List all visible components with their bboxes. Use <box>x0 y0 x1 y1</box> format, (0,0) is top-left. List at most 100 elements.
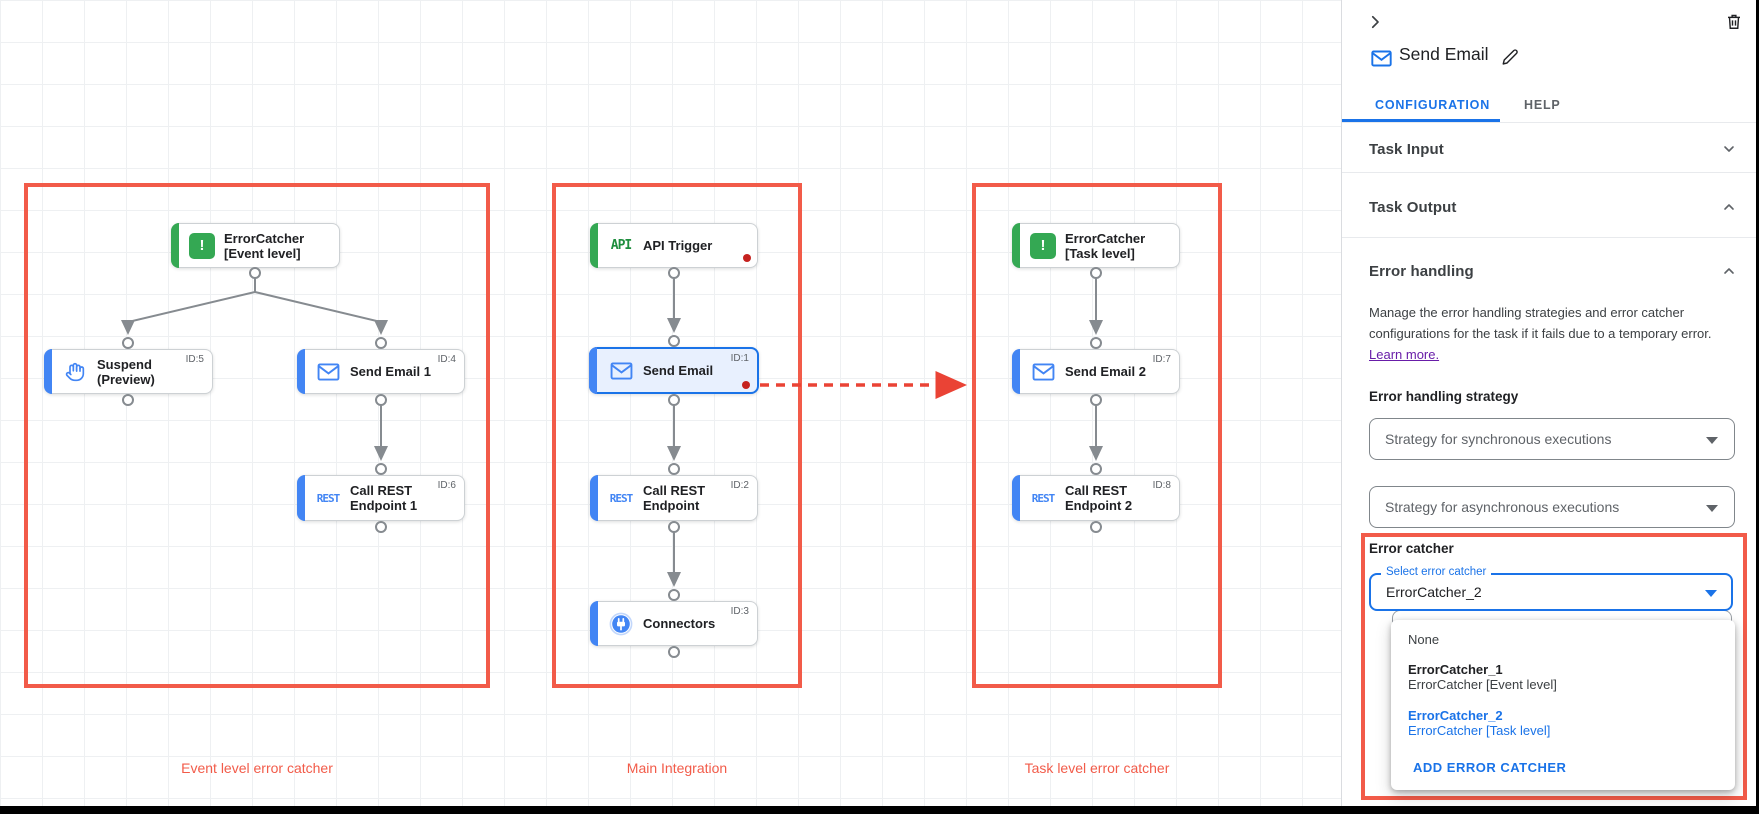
node-accent-bar <box>590 601 598 646</box>
rest-icon: REST <box>1031 491 1056 505</box>
task-email-icon <box>1371 50 1392 67</box>
delete-task-button[interactable] <box>1725 12 1743 31</box>
node-accent-bar <box>297 475 305 521</box>
node-suspend[interactable]: Suspend (Preview) ID:5 <box>44 349 213 394</box>
sync-strategy-select[interactable]: Strategy for synchronous executions <box>1369 418 1735 460</box>
edit-title-button[interactable] <box>1501 48 1519 66</box>
node-label: ErrorCatcher <box>1065 230 1146 246</box>
error-handling-description-line1: Manage the error handling strategies and… <box>1369 305 1685 320</box>
email-icon <box>306 362 350 381</box>
strategy-label: Error handling strategy <box>1369 389 1519 404</box>
node-sublabel: Endpoint 2 <box>1065 498 1133 513</box>
chevron-down-icon[interactable] <box>1721 141 1737 157</box>
section-error-handling[interactable]: Error handling <box>1369 263 1474 280</box>
active-tab-underline <box>1342 119 1500 122</box>
hand-icon <box>53 362 97 382</box>
menu-option-subtitle: ErrorCatcher [Event level] <box>1408 677 1557 692</box>
node-accent-bar <box>1012 223 1020 268</box>
chevron-up-icon[interactable] <box>1721 263 1737 279</box>
sync-strategy-placeholder: Strategy for synchronous executions <box>1385 431 1612 447</box>
node-accent-bar <box>1012 475 1020 521</box>
node-id: ID:1 <box>730 353 749 364</box>
node-id: ID:6 <box>437 480 456 491</box>
menu-option-errorcatcher-1[interactable]: ErrorCatcher_1 ErrorCatcher [Event level… <box>1408 662 1557 692</box>
node-label: Send Email <box>643 363 714 378</box>
group-label-event-level: Event level error catcher <box>181 760 333 776</box>
task-level-group-highlight <box>972 183 1222 688</box>
node-send-email-2[interactable]: Send Email 2 ID:7 <box>1012 349 1180 394</box>
task-title: Send Email <box>1399 44 1489 64</box>
add-error-catcher-button[interactable]: ADD ERROR CATCHER <box>1413 760 1567 775</box>
chevron-up-icon[interactable] <box>1721 199 1737 215</box>
integration-canvas[interactable]: Event level error catcher Main Integrati… <box>0 0 1341 814</box>
menu-option-errorcatcher-2[interactable]: ErrorCatcher_2 ErrorCatcher [Task level] <box>1408 708 1550 738</box>
group-label-task-level: Task level error catcher <box>1024 760 1170 776</box>
menu-option-subtitle: ErrorCatcher [Task level] <box>1408 723 1551 738</box>
node-call-rest-endpoint[interactable]: REST Call REST Endpoint ID:2 <box>590 475 758 521</box>
dropdown-caret-icon <box>1705 590 1717 597</box>
node-accent-bar <box>44 349 52 394</box>
node-errorcatcher-event-level[interactable]: ! ErrorCatcher [Event level] <box>171 223 340 268</box>
node-send-email-1[interactable]: Send Email 1 ID:4 <box>297 349 465 394</box>
tab-help[interactable]: HELP <box>1524 98 1561 112</box>
node-accent-bar <box>171 223 179 268</box>
divider <box>1342 172 1759 173</box>
node-call-rest-endpoint-2[interactable]: REST Call REST Endpoint 2 ID:8 <box>1012 475 1180 521</box>
node-label: ErrorCatcher <box>224 230 305 246</box>
node-label: Connectors <box>643 616 716 631</box>
node-id: ID:8 <box>1152 480 1171 491</box>
node-sublabel: (Preview) <box>97 371 155 387</box>
node-accent-bar <box>590 475 598 521</box>
node-sublabel: Endpoint <box>643 498 700 513</box>
node-accent-bar <box>297 349 305 394</box>
dropdown-caret-icon <box>1706 437 1718 444</box>
node-label: Call REST <box>1065 483 1128 498</box>
node-accent-bar <box>590 223 598 268</box>
divider <box>1342 122 1759 123</box>
menu-option-title: ErrorCatcher_1 <box>1408 662 1503 677</box>
learn-more-link[interactable]: Learn more. <box>1369 347 1440 362</box>
node-id: ID:4 <box>437 354 456 365</box>
dropdown-caret-icon <box>1706 505 1718 512</box>
email-icon <box>599 361 643 380</box>
node-id: ID:7 <box>1152 354 1171 365</box>
node-id: ID:5 <box>185 354 204 365</box>
task-config-panel: Send Email CONFIGURATION HELP Task Input… <box>1341 0 1759 814</box>
node-label: Send Email 2 <box>1065 364 1146 379</box>
node-sublabel: [Task level] <box>1065 245 1135 261</box>
main-integration-group-highlight <box>552 183 802 688</box>
error-catcher-highlight <box>1361 533 1747 800</box>
error-handling-description-line2: configurations for the task if it fails … <box>1369 326 1712 341</box>
section-task-output[interactable]: Task Output <box>1369 199 1457 216</box>
event-level-group-highlight <box>24 183 490 688</box>
node-connectors[interactable]: Connectors ID:3 <box>590 601 758 646</box>
node-api-trigger[interactable]: API API Trigger <box>590 223 758 268</box>
error-catcher-icon: ! <box>180 232 224 259</box>
menu-option-title: ErrorCatcher_2 <box>1408 708 1503 723</box>
node-sublabel: [Event level] <box>224 245 301 261</box>
api-icon: API <box>610 238 632 253</box>
error-catcher-select[interactable]: ErrorCatcher_2 <box>1369 573 1733 611</box>
error-catcher-label: Error catcher <box>1369 541 1454 556</box>
chevron-right-icon <box>1371 15 1379 29</box>
node-label: Suspend <box>97 356 152 372</box>
node-errorcatcher-task-level[interactable]: ! ErrorCatcher [Task level] <box>1012 223 1180 268</box>
node-accent-bar <box>589 347 597 394</box>
rest-icon: REST <box>316 491 341 505</box>
trash-icon <box>1728 14 1740 29</box>
tab-configuration[interactable]: CONFIGURATION <box>1375 98 1491 112</box>
section-task-input[interactable]: Task Input <box>1369 141 1444 158</box>
collapse-panel-button[interactable] <box>1366 13 1384 31</box>
error-catcher-menu: None ErrorCatcher_1 ErrorCatcher [Event … <box>1391 620 1735 790</box>
node-send-email-selected[interactable]: Send Email ID:1 <box>589 347 759 394</box>
node-id: ID:3 <box>730 606 749 617</box>
async-strategy-select[interactable]: Strategy for asynchronous executions <box>1369 486 1735 528</box>
error-catcher-select-label: Select error catcher <box>1381 566 1492 578</box>
group-label-main-integration: Main Integration <box>626 760 728 776</box>
menu-option-none[interactable]: None <box>1408 632 1440 647</box>
node-label: API Trigger <box>643 238 713 253</box>
error-catcher-icon: ! <box>1021 232 1065 259</box>
email-icon <box>1021 362 1065 381</box>
node-call-rest-endpoint-1[interactable]: REST Call REST Endpoint 1 ID:6 <box>297 475 465 521</box>
